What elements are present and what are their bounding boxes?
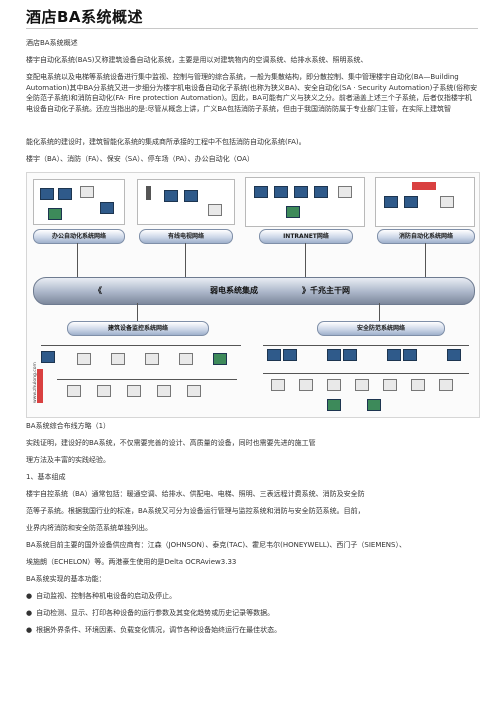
security-bus-line xyxy=(263,345,469,346)
server-icon xyxy=(338,186,352,198)
paragraph: 酒店BA系统概述 xyxy=(26,39,78,47)
monitor-icon xyxy=(283,349,297,361)
trunk-label: 弱电系统集成 xyxy=(210,286,258,295)
workstation-icon xyxy=(58,188,72,200)
tv-icon xyxy=(184,190,198,202)
monitor-icon xyxy=(447,349,461,361)
printer-icon xyxy=(48,208,62,220)
connector-line xyxy=(185,243,186,277)
camera-icon xyxy=(299,379,313,391)
controller-icon xyxy=(111,353,125,365)
paragraph: 范等子系统。根据我国行业的标准，BA系统又可分为设备运行管理与监控系统和消防与安… xyxy=(26,507,365,515)
watermark: www.zhulong.com xyxy=(33,362,38,403)
tv-icon xyxy=(164,190,178,202)
system-architecture-diagram: 办公自动化系统网络 有线电视网络 INTRANET网络 消防自动化系统网络 《 … xyxy=(26,172,480,418)
field-device-icon xyxy=(67,385,81,397)
camera-icon xyxy=(411,379,425,391)
connector-line xyxy=(425,243,426,277)
workstation-icon xyxy=(254,186,268,198)
workstation-icon xyxy=(274,186,288,198)
title-divider xyxy=(26,28,478,29)
monitor-icon xyxy=(343,349,357,361)
paragraph: 理方法及丰富的实践经验。 xyxy=(26,456,110,464)
router-icon xyxy=(286,206,300,218)
workstation-icon xyxy=(100,202,114,214)
workstation-icon xyxy=(314,186,328,198)
paragraph: 实践证明，建设好的BA系统，不仅需要完善的设计、高质量的设备，同时也需要先进的施… xyxy=(26,439,316,447)
bullet-item: 根据外界条件、环境因素、负载变化情况，调节各种设备始终运行在最佳状态。 xyxy=(26,625,478,636)
office-automation-devices xyxy=(33,179,125,225)
paragraph: BA系统综合布线方略（1） xyxy=(26,422,111,430)
field-device-icon xyxy=(97,385,111,397)
gigabit-backbone: 《 弱电系统集成 》千兆主干网 xyxy=(33,277,475,305)
equipment-rack-icon xyxy=(37,369,43,403)
network-label-cable-tv: 有线电视网络 xyxy=(139,229,233,244)
connector-line xyxy=(305,243,306,277)
monitor-icon xyxy=(267,349,281,361)
network-label-office: 办公自动化系统网络 xyxy=(33,229,125,244)
network-label-intranet: INTRANET网络 xyxy=(259,229,353,244)
paragraph: 业界内将消防和安全防范系统单独列出。 xyxy=(26,524,152,532)
controller-icon xyxy=(77,353,91,365)
antenna-icon xyxy=(146,186,151,200)
workstation-icon xyxy=(41,351,55,363)
controller-icon xyxy=(440,196,454,208)
bas-bus-line xyxy=(41,345,241,346)
camera-icon xyxy=(327,379,341,391)
connector-line xyxy=(77,243,78,277)
field-device-icon xyxy=(187,385,201,397)
camera-icon xyxy=(355,379,369,391)
trunk-left-bracket: 《 xyxy=(94,286,102,295)
server-icon xyxy=(80,186,94,198)
paragraph: 楼宇自控系统（BA）通常包括：暖通空调、给排水、供配电、电梯、照明、三表远程计费… xyxy=(26,490,365,498)
camera-icon xyxy=(439,379,453,391)
controller-icon xyxy=(145,353,159,365)
workstation-icon xyxy=(404,196,418,208)
workstation-icon xyxy=(384,196,398,208)
camera-icon xyxy=(271,379,285,391)
camera-icon xyxy=(383,379,397,391)
paragraph: 能化系统的建设时，建筑智能化系统的集成商所承接的工程中不包括消防自动化系统(FA… xyxy=(26,138,306,146)
paragraph: 楼宇（BA）、消防（FA）、保安（SA）、停车场（PA）、办公自动化（OA） xyxy=(26,155,254,163)
workstation-icon xyxy=(294,186,308,198)
sensor-icon xyxy=(213,353,227,365)
intranet-devices xyxy=(245,177,365,227)
field-device-icon xyxy=(157,385,171,397)
network-label-security: 安全防范系统网络 xyxy=(317,321,445,336)
receiver-icon xyxy=(208,204,222,216)
page-title: 酒店BA系统概述 xyxy=(26,8,144,26)
controller-icon xyxy=(179,353,193,365)
door-access-icon xyxy=(327,399,341,411)
paragraph: 埃施朗（ECHELON）等。两港豪生使用的是Delta OCRAview3.33 xyxy=(26,558,237,566)
paragraph: BA系统目前主要的国外设备供应商有：江森（JOHNSON）、泰克(TAC)、霍尼… xyxy=(26,541,406,549)
monitor-icon xyxy=(327,349,341,361)
field-device-icon xyxy=(127,385,141,397)
network-label-bas: 建筑设备监控系统网络 xyxy=(67,321,209,336)
network-label-fire: 消防自动化系统网络 xyxy=(377,229,475,244)
workstation-icon xyxy=(40,188,54,200)
door-access-icon xyxy=(367,399,381,411)
fire-panel-icon xyxy=(412,182,436,190)
paragraph: 变配电系统以及电梯等系统设备进行集中监视、控制与管理的综合系统，一般为集散结构，… xyxy=(26,73,478,113)
camera-bus-line xyxy=(263,373,469,374)
bullet-item: 自动监视、控制各种机电设备的启动及停止。 xyxy=(26,591,478,602)
trunk-right-label: 》千兆主干网 xyxy=(302,286,350,295)
section-heading: 1、基本组成 xyxy=(26,473,66,481)
connector-line xyxy=(137,303,138,321)
field-bus-line xyxy=(57,379,237,380)
cable-tv-devices xyxy=(137,179,235,225)
paragraph: BA系统实现的基本功能： xyxy=(26,575,106,583)
monitor-icon xyxy=(387,349,401,361)
bullet-item: 自动检测、显示、打印各种设备的运行参数及其变化趋势或历史记录等数据。 xyxy=(26,608,478,619)
fire-alarm-devices xyxy=(375,177,475,227)
connector-line xyxy=(379,303,380,321)
monitor-icon xyxy=(403,349,417,361)
paragraph: 楼宇自动化系统(BAS)又称建筑设备自动化系统，主要是用以对建筑物内的空调系统、… xyxy=(26,56,368,64)
